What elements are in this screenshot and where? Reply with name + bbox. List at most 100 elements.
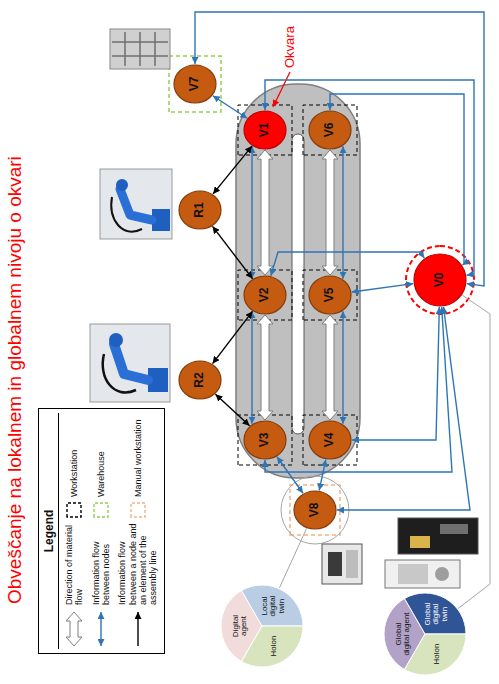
material-flow-arrow	[322, 150, 338, 275]
ellipse-shape	[179, 191, 221, 229]
robot-node: R1	[178, 190, 222, 230]
workstation-node: V6	[308, 110, 352, 150]
warehouse-node: V7	[173, 64, 217, 104]
pie-label: Global digital agent	[395, 612, 412, 656]
information-flow-arrow	[251, 146, 252, 279]
dashed-frame-sample	[94, 503, 108, 517]
pie-label: Digital agent	[232, 604, 249, 648]
local-holon-pie: Digital agentLocal digital twinHolon	[220, 584, 304, 668]
fault-leader	[273, 72, 290, 107]
assembly-line-track	[236, 84, 360, 478]
pie-text-wrap: Global digital agent	[395, 612, 412, 656]
robot-arm	[120, 189, 152, 220]
information-flow-arrow	[195, 12, 484, 286]
material-flow-arrow	[257, 150, 273, 275]
node-label: V8	[308, 503, 321, 518]
cabinet-screen	[328, 552, 342, 576]
node-label: V1	[258, 123, 271, 138]
robot-shape	[435, 567, 449, 581]
machine-photo	[398, 518, 478, 554]
photo-frame	[100, 169, 172, 239]
ellipse-shape	[244, 111, 286, 149]
machine-part	[440, 524, 468, 534]
legend-text: Manual workstation	[133, 419, 143, 497]
pie-text-wrap: Global digital twin	[424, 596, 449, 632]
ellipse-shape	[309, 111, 351, 149]
photo-frame	[385, 560, 460, 588]
legend-title: Legend	[42, 413, 56, 649]
information-flow-arrow	[277, 457, 303, 493]
pie-sector	[242, 626, 304, 667]
legend-sample	[92, 501, 110, 519]
assembly-flow-arrow	[215, 394, 249, 426]
information-flow-arrow	[337, 307, 470, 510]
legend-text: Information flow between a node and an e…	[117, 521, 158, 605]
shelf-lines	[112, 32, 168, 66]
pie-sector	[405, 593, 467, 634]
assembly-flow-arrow	[213, 311, 253, 363]
pie-label: Local digital twin	[261, 588, 286, 624]
robot-cable	[103, 354, 136, 392]
legend-item: Direction of material flow	[64, 521, 85, 649]
photo-frame	[110, 29, 170, 69]
legend-item: Information flow between nodes	[91, 521, 112, 649]
legend-item: Workstation	[64, 411, 85, 519]
photo-frame	[90, 324, 170, 402]
black-arrow-sample	[137, 612, 138, 646]
diagram-title: Obveščanje na lokalnem in globalnem nivo…	[4, 156, 26, 604]
manual-workstation-node: V8	[293, 490, 337, 530]
legend-sample	[66, 609, 82, 649]
node-label: V4	[323, 433, 336, 448]
workstation-frame	[238, 270, 292, 320]
legend-sample	[65, 501, 83, 519]
workstation-node: V4	[308, 420, 352, 460]
node-label: V0	[433, 273, 446, 288]
table-shape	[398, 564, 428, 584]
legend-header: Legend	[42, 413, 59, 649]
legend-text: Workstation	[69, 450, 79, 497]
workstation-node: V2	[243, 275, 287, 315]
information-flow-arrow	[251, 311, 252, 424]
pie-text-wrap: Holon	[433, 636, 441, 672]
pie-sector	[242, 585, 304, 626]
legend-sample	[93, 609, 109, 649]
information-flow-arrow	[265, 307, 452, 472]
ellipse-shape	[294, 491, 336, 529]
label-wrap: Okvara	[282, 26, 297, 68]
workstation-frame	[303, 105, 357, 155]
legend-sample	[129, 501, 147, 519]
robot-node: R2	[178, 360, 222, 400]
material-flow-arrow	[257, 315, 273, 420]
material-flow-sample	[66, 612, 82, 646]
information-flow-arrow	[330, 94, 464, 265]
faulty-workstation-node: V1	[243, 110, 287, 150]
legend-item: Manual workstation	[117, 411, 158, 519]
machine-part	[410, 536, 430, 548]
robot-head	[109, 333, 123, 347]
robot-table-photo	[385, 560, 460, 588]
pie-text-wrap: Digital agent	[232, 604, 249, 648]
information-flow-arrow	[342, 311, 343, 424]
node-label: R2	[193, 372, 206, 387]
ellipse-shape	[174, 65, 216, 103]
legend-box: Legend Direction of material flow Workstat…	[38, 408, 165, 654]
ellipse-shape	[309, 421, 351, 459]
robot-photo	[90, 324, 170, 402]
robot-arm	[114, 344, 148, 380]
node-label: V3	[258, 433, 271, 448]
pie-text-wrap: Local digital twin	[261, 588, 286, 624]
information-flow-arrow	[352, 284, 413, 292]
global-holon-pie: Global digital agent Global digital twinH…	[383, 592, 467, 676]
information-flow-arrow	[265, 80, 474, 275]
legend-grid: Direction of material flow WorkstationInf…	[64, 413, 159, 649]
material-flow-arrow	[322, 315, 338, 420]
ellipse-shape	[414, 254, 466, 306]
ellipse-shape	[244, 421, 286, 459]
track-inner-slot	[292, 134, 304, 434]
workstation-frame	[303, 270, 357, 320]
photo-frame	[322, 544, 362, 584]
information-flow-arrow	[271, 252, 424, 276]
pie-label: Global digital twin	[424, 596, 449, 632]
legend-item: Warehouse	[91, 411, 112, 519]
robot-head	[116, 179, 128, 191]
